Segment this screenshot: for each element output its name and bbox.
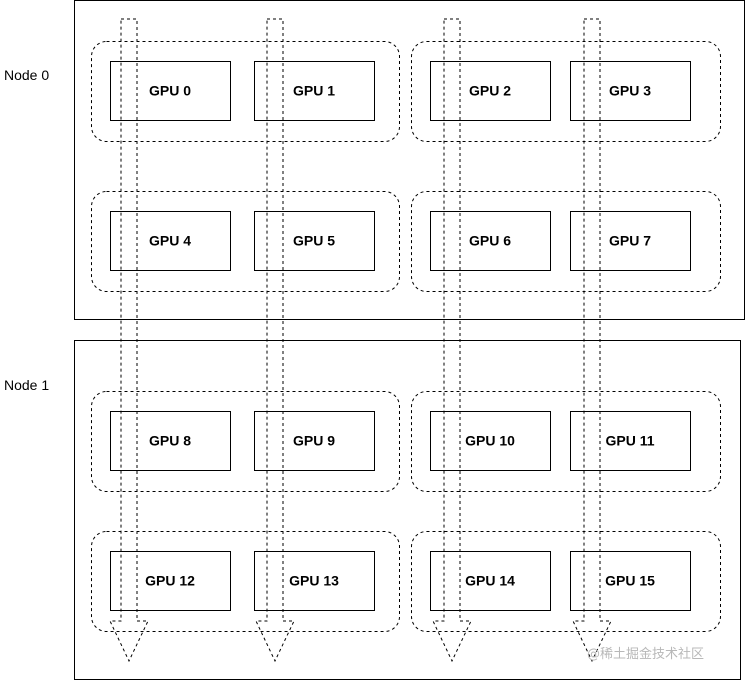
gpu-box: GPU 2 [430, 61, 551, 121]
gpu-box: GPU 3 [570, 61, 691, 121]
gpu-label: GPU 2 [469, 83, 511, 99]
gpu-box: GPU 7 [570, 211, 691, 271]
gpu-box: GPU 4 [110, 211, 231, 271]
gpu-box: GPU 9 [254, 411, 375, 471]
gpu-box: GPU 11 [570, 411, 691, 471]
gpu-label: GPU 8 [149, 433, 191, 449]
down-arrow [572, 18, 612, 663]
gpu-box: GPU 8 [110, 411, 231, 471]
gpu-pair-group [411, 191, 721, 292]
gpu-label: GPU 10 [465, 433, 515, 449]
gpu-pair-group [411, 41, 721, 142]
gpu-box: GPU 10 [430, 411, 551, 471]
node-1-frame [74, 340, 741, 680]
node-1-label: Node 1 [4, 377, 49, 393]
gpu-box: GPU 15 [570, 551, 691, 611]
gpu-box: GPU 14 [430, 551, 551, 611]
down-arrow [432, 18, 472, 663]
gpu-label: GPU 1 [293, 83, 335, 99]
gpu-boxes: GPU 0 GPU 1 GPU 2 GPU 3 GPU 4 GPU 5 GPU 6 GPU 7… [110, 61, 691, 611]
gpu-label: GPU 5 [293, 233, 335, 249]
gpu-pair-group [91, 391, 400, 492]
gpu-pair-groups [91, 41, 721, 632]
gpu-label: GPU 11 [605, 433, 654, 449]
gpu-box: GPU 1 [254, 61, 375, 121]
gpu-box: GPU 5 [254, 211, 375, 271]
gpu-label: GPU 6 [469, 233, 511, 249]
gpu-box: GPU 0 [110, 61, 231, 121]
gpu-pair-group [91, 531, 400, 632]
down-arrow [109, 18, 149, 663]
node-0-label: Node 0 [4, 67, 49, 83]
gpu-label: GPU 13 [289, 573, 339, 589]
gpu-box: GPU 12 [110, 551, 231, 611]
gpu-box: GPU 6 [430, 211, 551, 271]
gpu-pair-group [411, 531, 721, 632]
gpu-label: GPU 4 [149, 233, 191, 249]
gpu-label: GPU 7 [609, 233, 651, 249]
gpu-pair-group [411, 391, 721, 492]
gpu-label: GPU 12 [145, 573, 195, 589]
gpu-label: GPU 3 [609, 83, 651, 99]
ring-arrows [109, 18, 612, 663]
down-arrow [255, 18, 295, 663]
gpu-label: GPU 9 [293, 433, 335, 449]
gpu-pair-group [91, 191, 400, 292]
watermark: @稀土掘金技术社区 [587, 646, 704, 662]
gpu-label: GPU 15 [605, 573, 655, 589]
node-0-frame [74, 0, 745, 320]
gpu-box: GPU 13 [254, 551, 375, 611]
gpu-label: GPU 0 [149, 83, 191, 99]
gpu-label: GPU 14 [465, 573, 515, 589]
gpu-pair-group [91, 41, 400, 142]
